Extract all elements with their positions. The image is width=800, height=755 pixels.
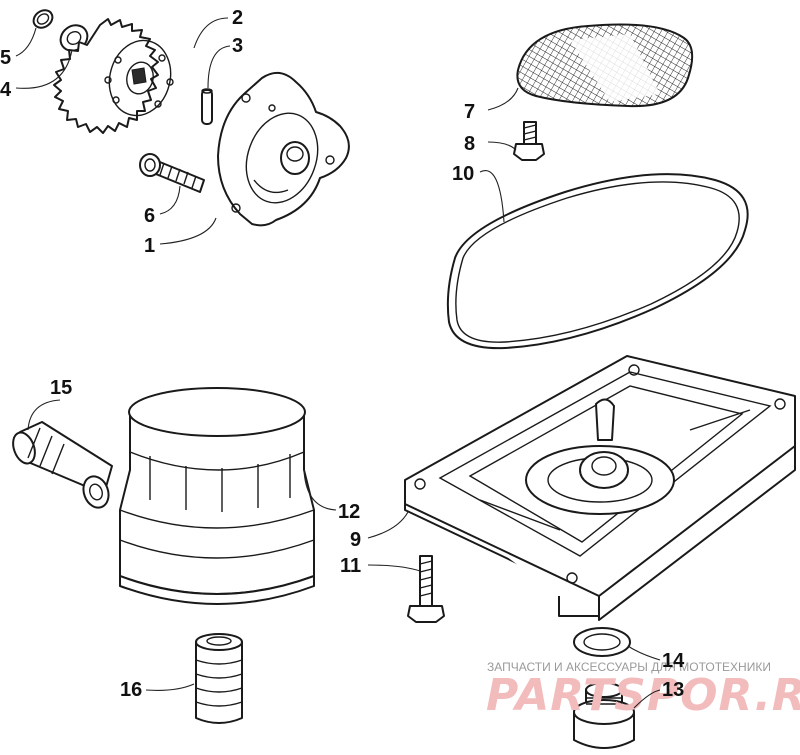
leader-9 — [367, 511, 409, 539]
leader-10 — [479, 170, 505, 223]
oil-filter-part-12 — [119, 387, 315, 605]
strainer-screen-part-7 — [516, 23, 694, 108]
callout-11: 11 — [340, 555, 361, 577]
callout-9: 9 — [350, 529, 361, 551]
leader-1 — [159, 217, 217, 245]
leader-15 — [27, 399, 61, 431]
callout-3: 3 — [232, 35, 243, 57]
snap-ring-part-5 — [32, 9, 54, 29]
callout-10: 10 — [452, 163, 474, 185]
leader-lines — [15, 17, 661, 709]
drain-washer-part-14 — [573, 627, 631, 657]
callout-1: 1 — [144, 235, 155, 257]
drain-plug-part-13 — [573, 682, 635, 749]
dowel-pin-part-3 — [201, 88, 213, 125]
cap-screw-part-6 — [139, 153, 205, 193]
leader-5 — [15, 27, 37, 57]
callout-5: 5 — [0, 47, 11, 69]
leader-14 — [627, 645, 661, 661]
callout-15: 15 — [50, 377, 72, 399]
leader-8 — [487, 141, 517, 151]
callout-labels: 5 4 2 3 6 1 7 8 10 9 11 12 15 16 14 13 — [0, 7, 685, 701]
pressure-sender-part-15 — [12, 421, 113, 509]
oil-pan-part-9 — [404, 355, 796, 621]
leader-4 — [15, 49, 73, 89]
bolt-part-11 — [407, 555, 445, 623]
callout-6: 6 — [144, 205, 155, 227]
watermark: ЗАПЧАСТИ И АКСЕССУАРЫ ДЛЯ МОТОТЕХНИКИ PA… — [486, 660, 800, 721]
threaded-fitting-part-16 — [195, 633, 243, 724]
callout-4: 4 — [0, 79, 12, 101]
callout-13: 13 — [662, 679, 684, 701]
oil-pump-part-1 — [217, 71, 350, 227]
watermark-tagline: ЗАПЧАСТИ И АКСЕССУАРЫ ДЛЯ МОТОТЕХНИКИ — [487, 660, 771, 674]
leader-2 — [193, 17, 229, 49]
callout-12: 12 — [338, 501, 360, 523]
watermark-brand: PARTSPOR.RU — [486, 670, 800, 721]
callout-7: 7 — [464, 101, 475, 123]
leader-12 — [303, 469, 337, 511]
leader-6 — [159, 185, 181, 215]
leader-13 — [633, 689, 661, 709]
callout-8: 8 — [464, 133, 475, 155]
sprocket-part-2 — [53, 18, 174, 134]
callout-2: 2 — [232, 7, 243, 29]
callout-14: 14 — [662, 650, 685, 672]
flange-bolt-part-8 — [513, 121, 545, 161]
callout-16: 16 — [120, 679, 142, 701]
leader-7 — [487, 87, 519, 111]
gasket-part-10 — [446, 173, 749, 350]
leader-11 — [367, 564, 421, 572]
leader-16 — [145, 683, 195, 691]
leader-3 — [207, 45, 231, 89]
